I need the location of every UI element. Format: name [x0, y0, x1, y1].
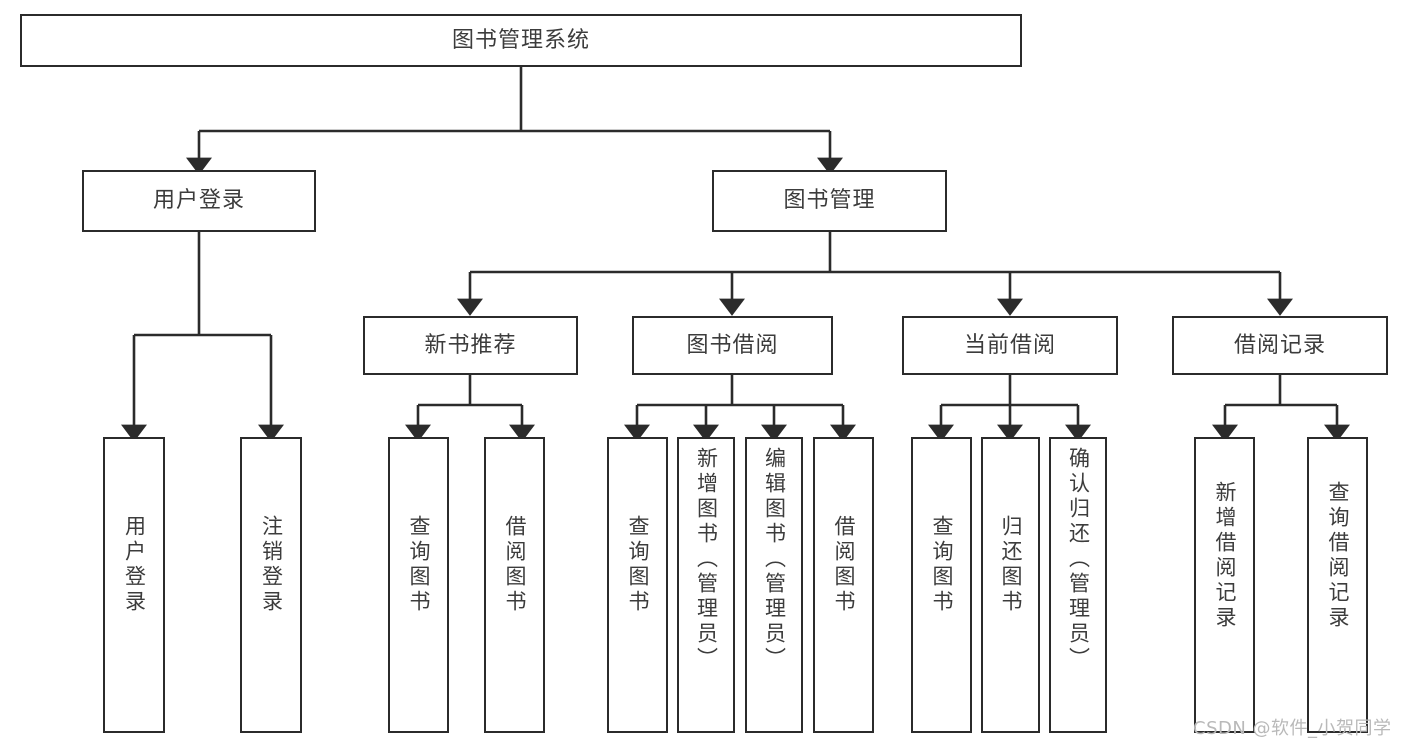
leaf-query-book-2[interactable]: 查询图书	[607, 437, 668, 733]
leaf-return-book-label: 归还图书	[999, 515, 1023, 615]
node-book-borrow-label: 图书借阅	[686, 332, 779, 358]
node-current-borrow-label: 当前借阅	[963, 332, 1056, 358]
node-book-borrow[interactable]: 图书借阅	[632, 316, 833, 375]
leaf-user-login[interactable]: 用户登录	[103, 437, 165, 733]
node-borrow-record[interactable]: 借阅记录	[1172, 316, 1388, 375]
leaf-add-book-admin-label: 新增图书（管理员）	[694, 447, 719, 672]
leaf-query-borrow-record-label: 查询借阅记录	[1326, 481, 1350, 631]
leaf-confirm-return-admin[interactable]: 确认归还（管理员）	[1049, 437, 1107, 733]
leaf-confirm-return-admin-label: 确认归还（管理员）	[1066, 447, 1091, 672]
leaf-edit-book-admin-label: 编辑图书（管理员）	[762, 447, 787, 672]
leaf-add-borrow-record[interactable]: 新增借阅记录	[1194, 437, 1255, 733]
leaf-borrow-book-1[interactable]: 借阅图书	[484, 437, 545, 733]
leaf-logout[interactable]: 注销登录	[240, 437, 302, 733]
leaf-query-book-1-label: 查询图书	[407, 515, 431, 615]
leaf-query-borrow-record[interactable]: 查询借阅记录	[1307, 437, 1368, 733]
leaf-query-book-3[interactable]: 查询图书	[911, 437, 972, 733]
node-book-manage[interactable]: 图书管理	[712, 170, 947, 232]
node-new-book-rec-label: 新书推荐	[424, 332, 517, 358]
leaf-borrow-book-1-label: 借阅图书	[503, 515, 527, 615]
leaf-borrow-book-2[interactable]: 借阅图书	[813, 437, 874, 733]
node-user-login-label: 用户登录	[152, 188, 245, 214]
leaf-logout-label: 注销登录	[259, 515, 284, 615]
node-root[interactable]: 图书管理系统	[20, 14, 1022, 67]
leaf-borrow-book-2-label: 借阅图书	[832, 515, 856, 615]
node-root-label: 图书管理系统	[451, 27, 590, 53]
node-user-login[interactable]: 用户登录	[82, 170, 316, 232]
node-new-book-rec[interactable]: 新书推荐	[363, 316, 578, 375]
node-borrow-record-label: 借阅记录	[1233, 332, 1326, 358]
leaf-query-book-3-label: 查询图书	[930, 515, 954, 615]
node-current-borrow[interactable]: 当前借阅	[902, 316, 1118, 375]
leaf-return-book[interactable]: 归还图书	[981, 437, 1040, 733]
leaf-edit-book-admin[interactable]: 编辑图书（管理员）	[745, 437, 803, 733]
leaf-add-borrow-record-label: 新增借阅记录	[1213, 481, 1237, 631]
leaf-user-login-label: 用户登录	[122, 515, 147, 615]
leaf-add-book-admin[interactable]: 新增图书（管理员）	[677, 437, 735, 733]
node-book-manage-label: 图书管理	[783, 188, 876, 214]
watermark: CSDN @软件_小贺同学	[1193, 718, 1392, 739]
leaf-query-book-2-label: 查询图书	[626, 515, 650, 615]
leaf-query-book-1[interactable]: 查询图书	[388, 437, 449, 733]
